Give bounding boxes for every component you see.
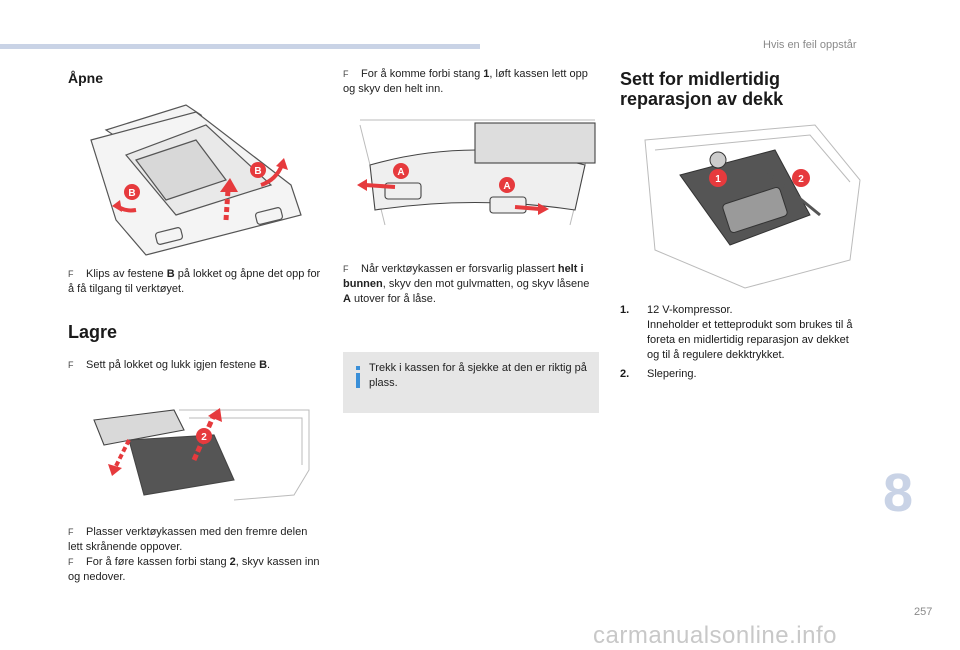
callout-b-1: B: [254, 166, 261, 177]
list-item: 1. 12 V-kompressor. Inneholder et tettep…: [620, 304, 853, 361]
heading-repair-kit: Sett for midlertidig reparasjon av dekk: [620, 69, 784, 109]
figure-repair-kit: 1 2: [644, 124, 861, 289]
page-number: 257: [914, 606, 933, 618]
callout-a-2: A: [503, 181, 510, 192]
chapter-title: Hvis en feil oppstår: [763, 39, 857, 51]
info-text: Trekk i kassen for å sjekke at den er ri…: [369, 362, 587, 389]
heading-store: Lagre: [68, 322, 118, 342]
callout-a-1: A: [397, 167, 404, 178]
figure-toolbox-locks: A A: [357, 119, 596, 226]
list-item: 2. Slepering.: [620, 368, 697, 380]
chapter-number: 8: [883, 463, 914, 523]
top-accent-bar: [0, 44, 480, 49]
callout-b-2: B: [128, 188, 135, 199]
figure-toolbox-open: B B: [90, 104, 302, 256]
watermark: carmanualsonline.info: [593, 622, 837, 649]
repair-kit-list: 1. 12 V-kompressor. Inneholder et tettep…: [620, 303, 860, 382]
callout-2: 2: [201, 432, 207, 443]
info-box: Trekk i kassen for å sjekke at den er ri…: [343, 352, 599, 413]
heading-open: Åpne: [68, 70, 103, 86]
callout-1: 1: [715, 174, 721, 185]
info-icon: [356, 366, 360, 388]
figure-toolbox-insert: 2: [93, 408, 310, 501]
callout-2-kit: 2: [798, 174, 804, 185]
